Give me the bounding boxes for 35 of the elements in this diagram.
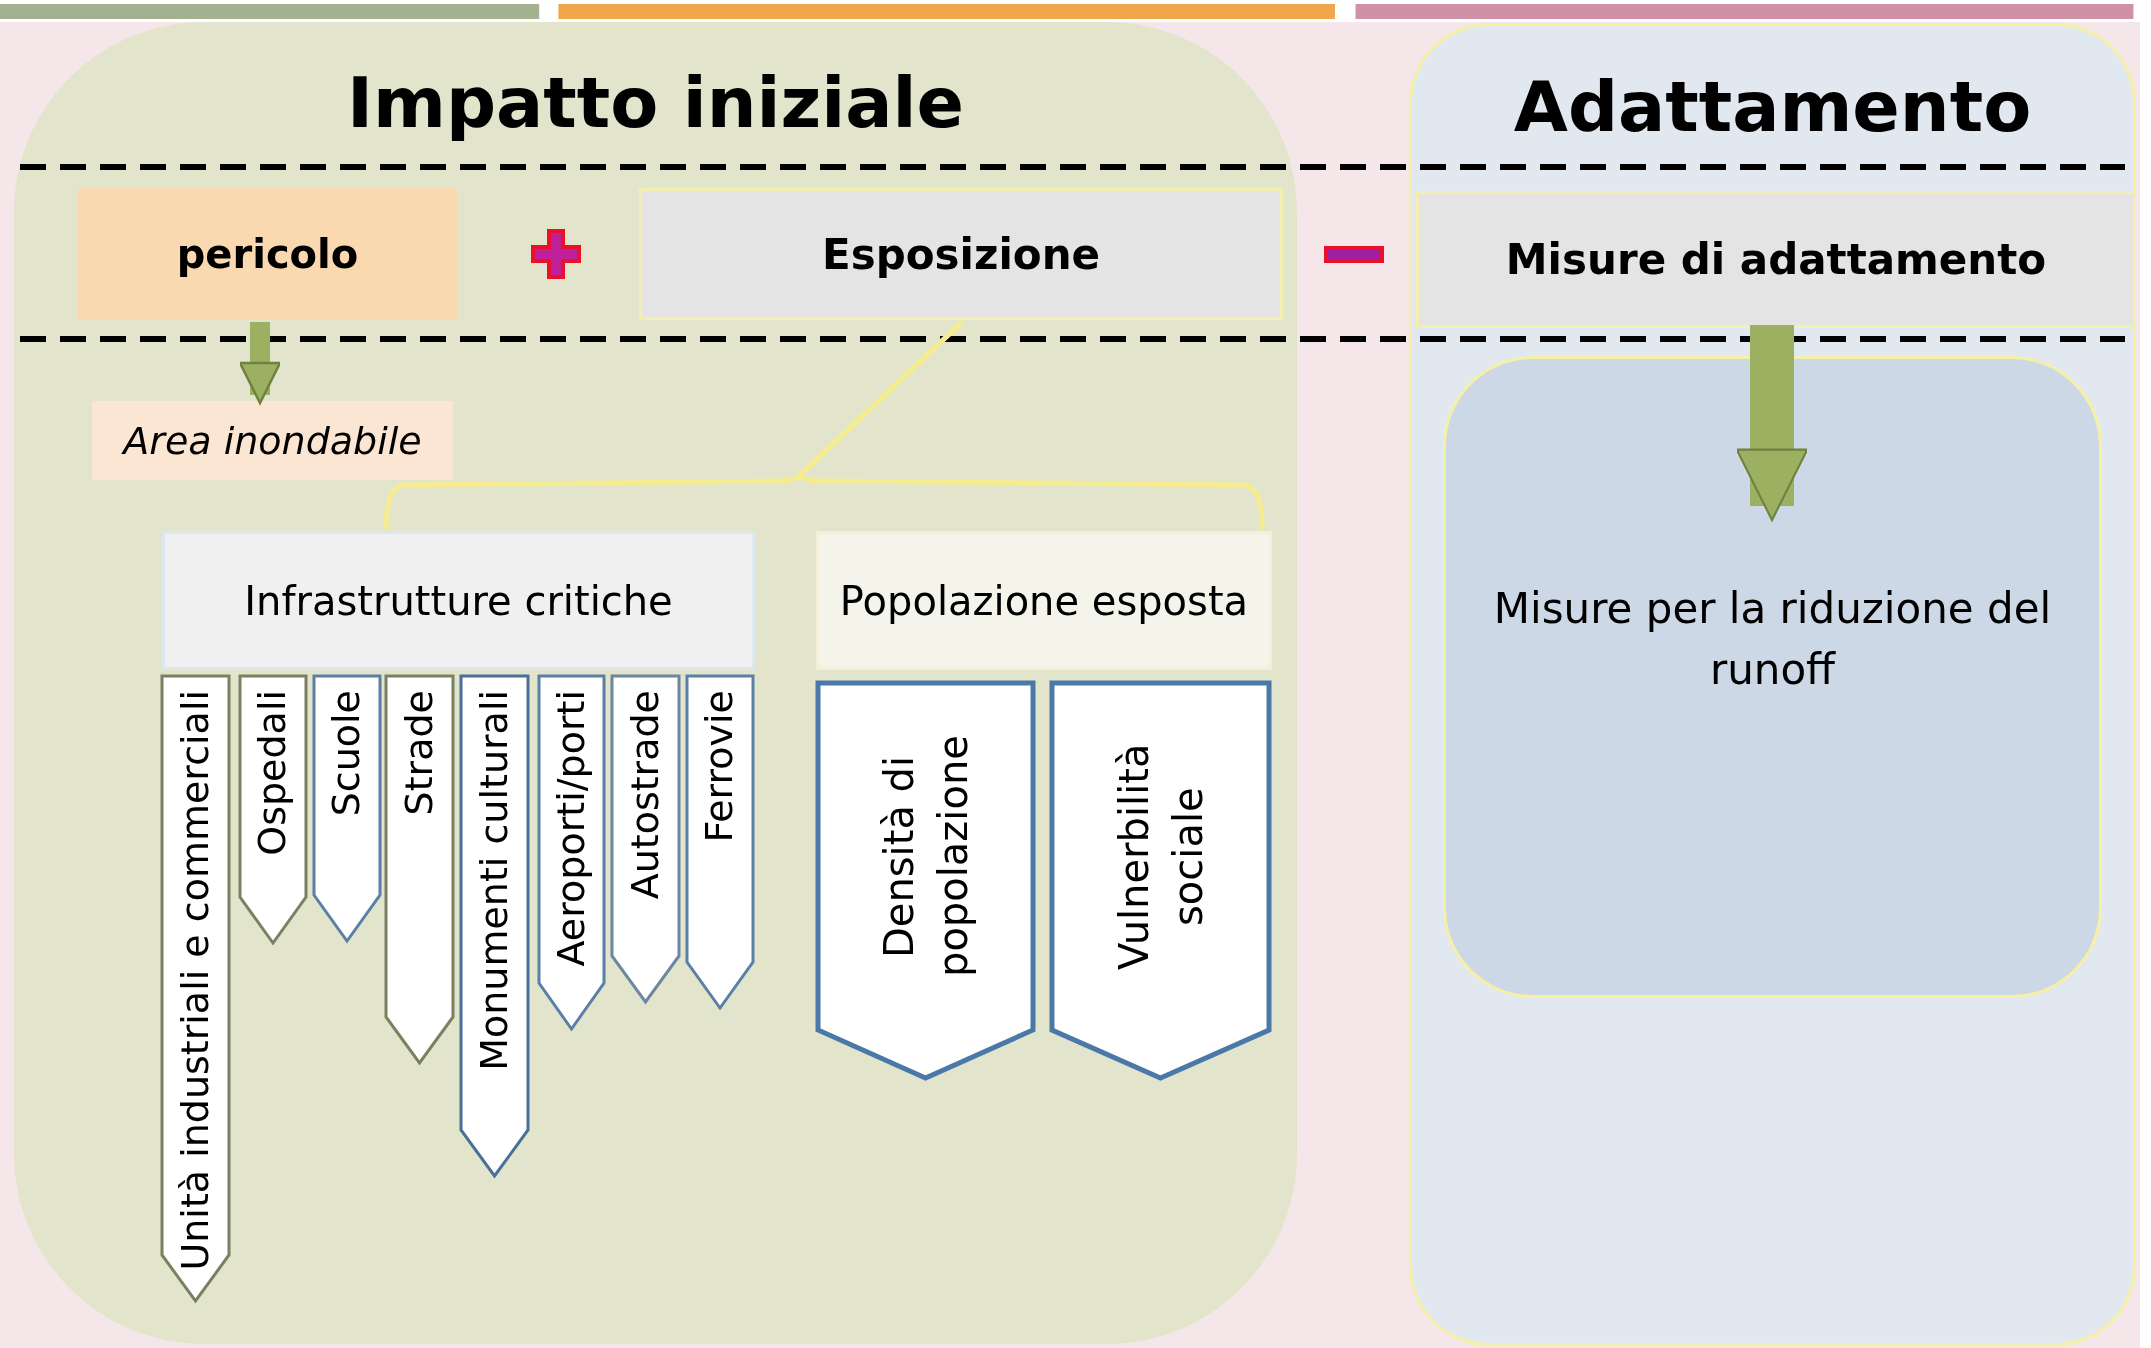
- pentagon-tag: [612, 676, 679, 1002]
- measures-box: Misure di adattamento: [1416, 191, 2136, 328]
- measures-card: [1443, 356, 2102, 998]
- tag-label: Vulnerbilità sociale: [1109, 742, 1212, 972]
- pentagon-tag: [461, 676, 528, 1176]
- panel-title: Adattamento: [1512, 66, 2033, 148]
- tag-label: Ferrovie: [698, 690, 742, 843]
- brace-connector: [797, 320, 1265, 530]
- card-text: Misure per la riduzione del runoff: [1492, 583, 2053, 696]
- tag-label: Densità di popolazione: [874, 734, 977, 980]
- tag-label: Strade: [397, 690, 442, 816]
- tag-label: Monumenti culturali: [472, 690, 517, 1071]
- exposure-box: Esposizione: [639, 188, 1283, 320]
- pentagon-tag: [162, 676, 229, 1301]
- category-box: Popolazione esposta: [816, 531, 1272, 670]
- tag-label: Ospedali: [251, 690, 295, 856]
- pentagon-tag: [314, 676, 380, 941]
- section-panel: [1409, 23, 2136, 1346]
- pentagon-tag: [687, 676, 753, 1008]
- pentagon-tag: [386, 676, 453, 1063]
- block-arrow: [238, 322, 282, 405]
- panel-title: Impatto iniziale: [346, 62, 965, 144]
- section-panel: [14, 22, 1297, 1344]
- pentagon-tag: [539, 676, 604, 1029]
- pentagon-card: [1052, 683, 1269, 1078]
- pentagon-card: [818, 683, 1033, 1078]
- tag-label: Autostrade: [623, 690, 668, 900]
- hazard-box: pericolo: [78, 188, 457, 320]
- flood-area-box: Area inondabile: [92, 401, 453, 480]
- pentagon-tag: [240, 676, 306, 943]
- tag-label: Unità industriali e commerciali: [173, 690, 218, 1271]
- category-box: Infrastrutture critiche: [162, 531, 755, 670]
- block-arrow: [1735, 325, 1809, 522]
- tag-label: Aeroporti/porti: [549, 690, 594, 967]
- tag-label: Scuole: [325, 690, 369, 817]
